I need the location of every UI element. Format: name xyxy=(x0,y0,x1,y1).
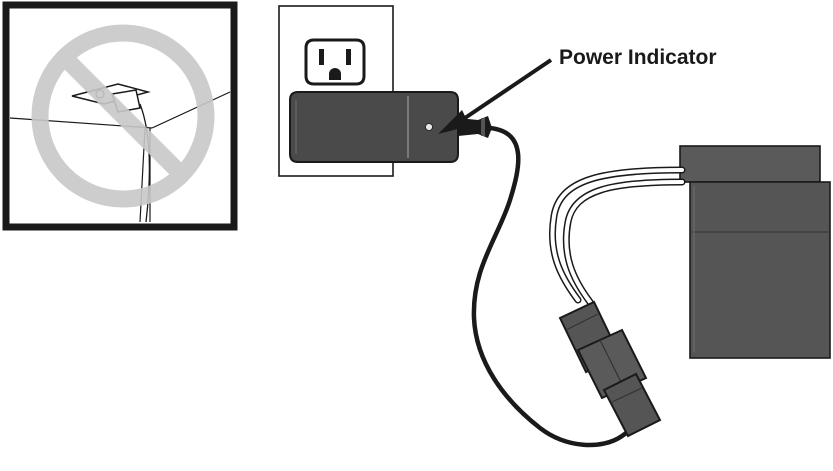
adapter-body xyxy=(289,91,459,163)
callout-arrowhead xyxy=(438,110,470,134)
battery-lid xyxy=(679,145,821,183)
connector-icon xyxy=(558,300,662,438)
battery-leads xyxy=(548,166,686,306)
battery-body xyxy=(689,181,831,359)
adapter-side-plug xyxy=(602,372,662,438)
power-indicator-light xyxy=(425,123,433,131)
adapter-cord xyxy=(471,125,645,448)
warning-inset xyxy=(2,1,238,231)
power-indicator-callout: Power Indicator xyxy=(438,46,717,134)
power-indicator-label: Power Indicator xyxy=(559,46,717,69)
battery-icon xyxy=(679,145,831,359)
prohibition-icon xyxy=(31,24,215,208)
power-adapter-icon xyxy=(289,91,492,163)
